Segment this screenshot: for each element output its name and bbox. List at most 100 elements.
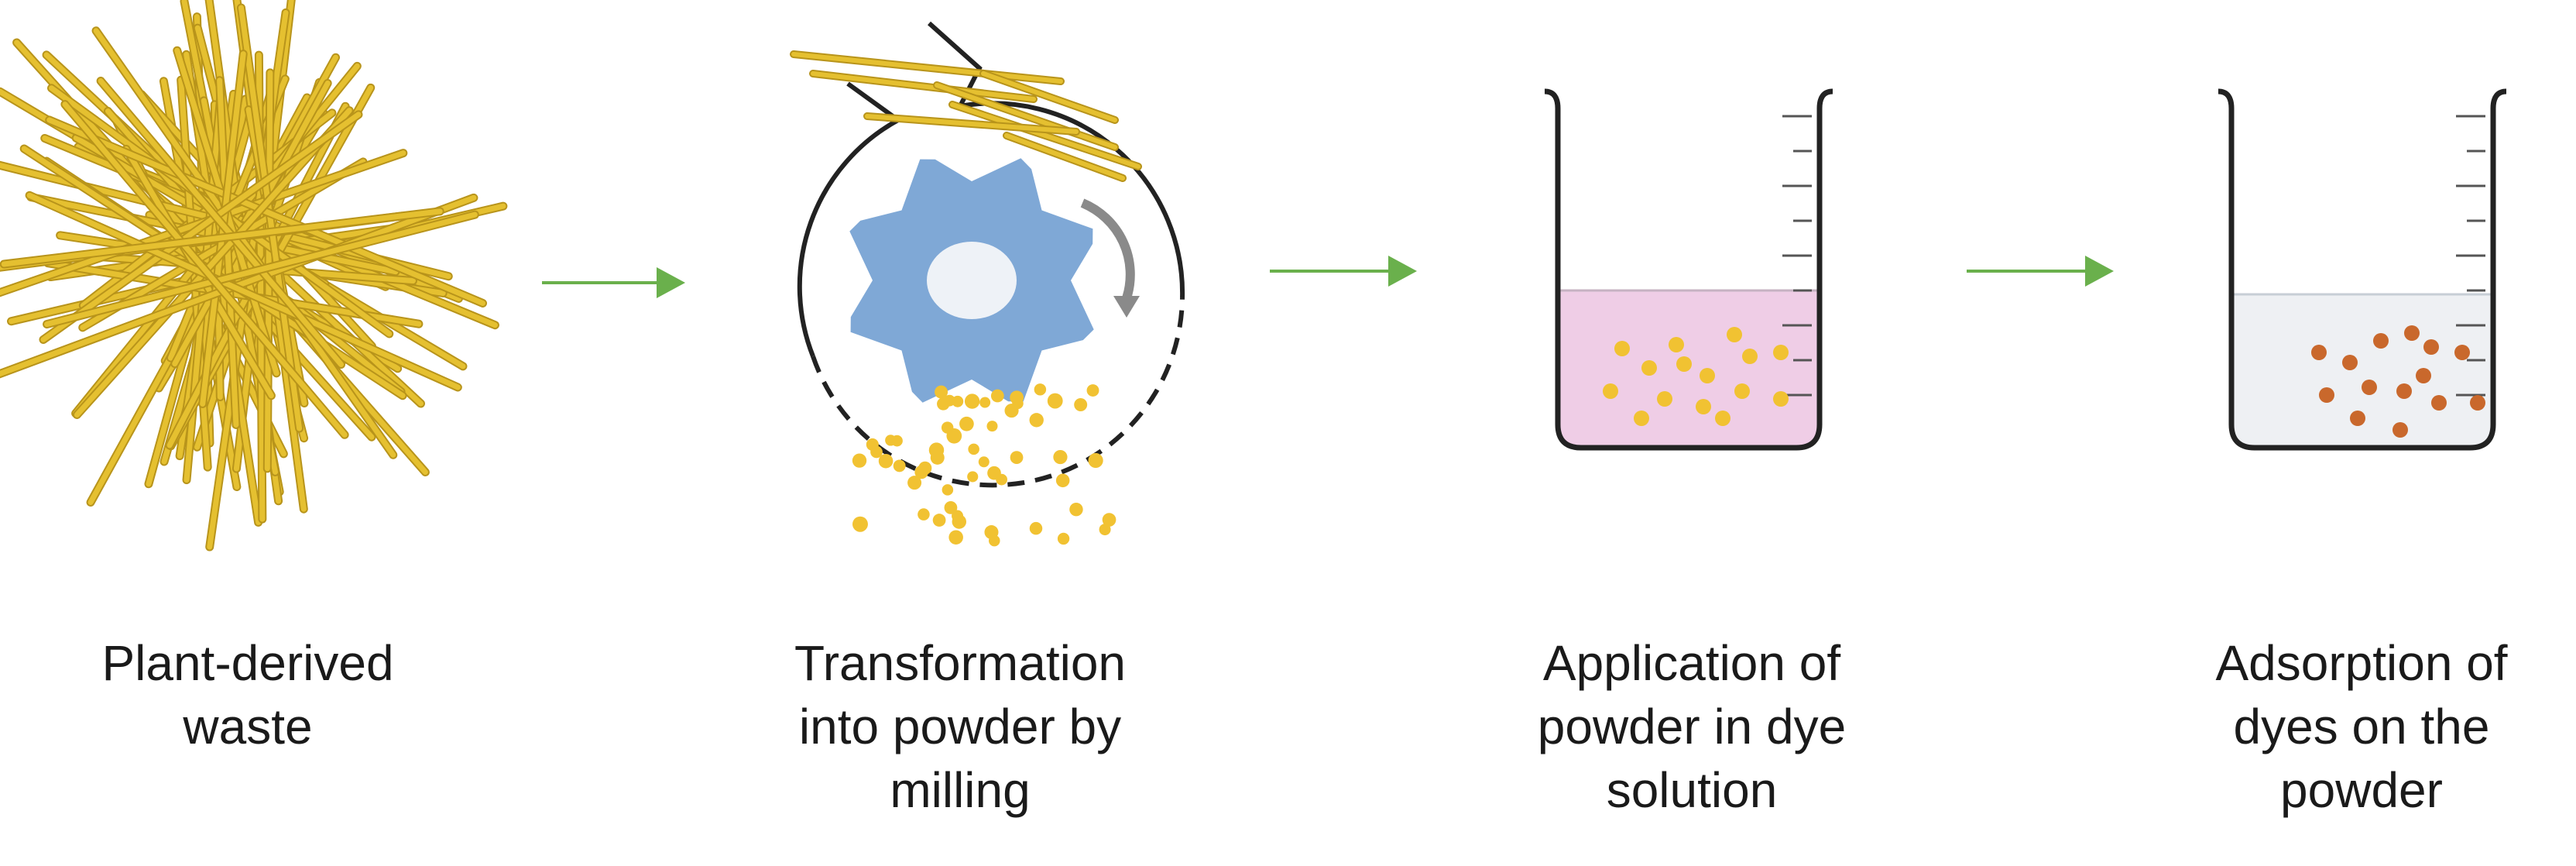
powder-particle (1053, 449, 1068, 465)
powder-particle (1069, 503, 1083, 517)
powder-particles-in-dye (1603, 327, 1789, 426)
fiber-strand (21, 146, 406, 399)
powder-particle (1034, 383, 1047, 396)
powder-particle (944, 500, 958, 514)
powder-particle (1734, 383, 1750, 399)
fiber-strand (93, 28, 396, 458)
fibers-entering-mill-icon (790, 50, 1142, 182)
powder-particle (1603, 383, 1618, 399)
blade-hub (927, 242, 1017, 319)
dye-loaded-particle (2373, 333, 2389, 349)
dye-loaded-particle (2454, 345, 2470, 360)
beaker-glass-outline (2218, 88, 2507, 451)
powder-particle (1696, 399, 1711, 414)
powder-particle (1715, 411, 1730, 426)
fiber-strand (46, 117, 486, 306)
powder-particle (946, 428, 962, 444)
fiber-strand (981, 71, 1117, 122)
caption-line: Adsorption of (2215, 635, 2508, 691)
powder-particle (986, 421, 998, 432)
mill-sieve-dashed-arc (811, 297, 1185, 488)
powder-particle (964, 393, 980, 409)
fiber-strand (865, 114, 1079, 134)
falling-powder-particles (852, 383, 1116, 547)
step-caption-adsorption: Adsorption of dyes on the powder (2122, 631, 2576, 822)
powder-particle (1029, 413, 1044, 428)
step-caption-plant-waste: Plant-derived waste (8, 631, 488, 758)
rotation-arrow-icon (1080, 198, 1135, 300)
powder-particle (1029, 521, 1043, 535)
powder-particle (952, 510, 964, 522)
fiber-strand (935, 83, 1117, 149)
powder-particle (987, 466, 1001, 480)
caption-line: dyes on the (2233, 699, 2490, 754)
powder-particle (1010, 451, 1024, 464)
beaker-graduation-marks (1782, 115, 1812, 397)
beaker-graduation-marks (2456, 115, 2485, 397)
powder-particle (967, 471, 979, 483)
plant-waste-fiber-bundle-icon (0, 0, 508, 552)
powder-particle (1657, 391, 1672, 407)
fiber-strand (811, 71, 1036, 101)
dye-loaded-particle (2319, 387, 2334, 403)
beaker-dye-solution-icon (1544, 88, 1833, 451)
process-arrow-3 (1967, 256, 2114, 287)
powder-particle (959, 416, 974, 431)
fiber-strand (26, 192, 461, 390)
fiber-strand (40, 112, 362, 342)
powder-particle (1742, 349, 1758, 364)
caption-line: solution (1606, 762, 1778, 818)
milling-machine-icon (790, 21, 1185, 547)
powder-particle (1700, 368, 1715, 383)
powder-particle (979, 397, 991, 408)
dye-loaded-particle (2470, 395, 2485, 411)
dye-loaded-particle (2350, 411, 2365, 426)
dye-loaded-particle (2423, 339, 2439, 355)
powder-particle (935, 385, 948, 399)
fiber-strand (238, 5, 303, 431)
fiber-strand (1004, 133, 1125, 180)
dye-loaded-particle (2362, 380, 2377, 395)
powder-particle (1057, 532, 1070, 545)
fiber-strand (44, 211, 478, 328)
mill-housing-left-arc (797, 118, 900, 358)
dye-loaded-particle (2431, 395, 2447, 411)
powder-particle (1102, 513, 1116, 527)
powder-particle (1614, 341, 1630, 356)
powder-particle (1074, 398, 1088, 411)
step-caption-milling: Transformation into powder by milling (720, 631, 1200, 822)
dye-loaded-particle (2396, 383, 2412, 399)
powder-particle (878, 453, 894, 469)
powder-particle (948, 530, 963, 545)
caption-line: into powder by (798, 699, 1122, 754)
rotation-arrowhead-icon (1113, 296, 1140, 318)
caption-line: Plant-derived (101, 635, 394, 691)
beaker-glass-outline (1544, 88, 1833, 451)
powder-particle (942, 484, 954, 496)
powder-particle (928, 442, 945, 458)
caption-line: Transformation (794, 635, 1126, 691)
fiber-strand (98, 78, 344, 368)
powder-particle (918, 461, 932, 475)
fiber-strand (62, 101, 348, 438)
dye-loaded-particle (2404, 325, 2420, 341)
powder-particle (968, 443, 979, 455)
caption-line: milling (890, 762, 1031, 818)
powder-particle (1641, 360, 1657, 376)
dye-loaded-particle (2311, 345, 2327, 360)
powder-particle (937, 397, 950, 411)
beaker-adsorbed-dye-icon (2218, 88, 2507, 451)
powder-particle (978, 456, 990, 468)
step-caption-dye-application: Application of powder in dye solution (1452, 631, 1932, 822)
dye-loaded-particle (2392, 422, 2408, 438)
powder-particle (918, 508, 930, 521)
powder-particle (1010, 390, 1024, 405)
dye-loaded-particle (2416, 368, 2431, 383)
powder-particle (1086, 384, 1099, 397)
process-arrow-1 (542, 267, 685, 298)
powder-particle (1004, 404, 1019, 418)
powder-particle (990, 389, 1004, 403)
clear-solution-liquid (2231, 294, 2493, 448)
caption-line: powder in dye (1537, 699, 1847, 754)
